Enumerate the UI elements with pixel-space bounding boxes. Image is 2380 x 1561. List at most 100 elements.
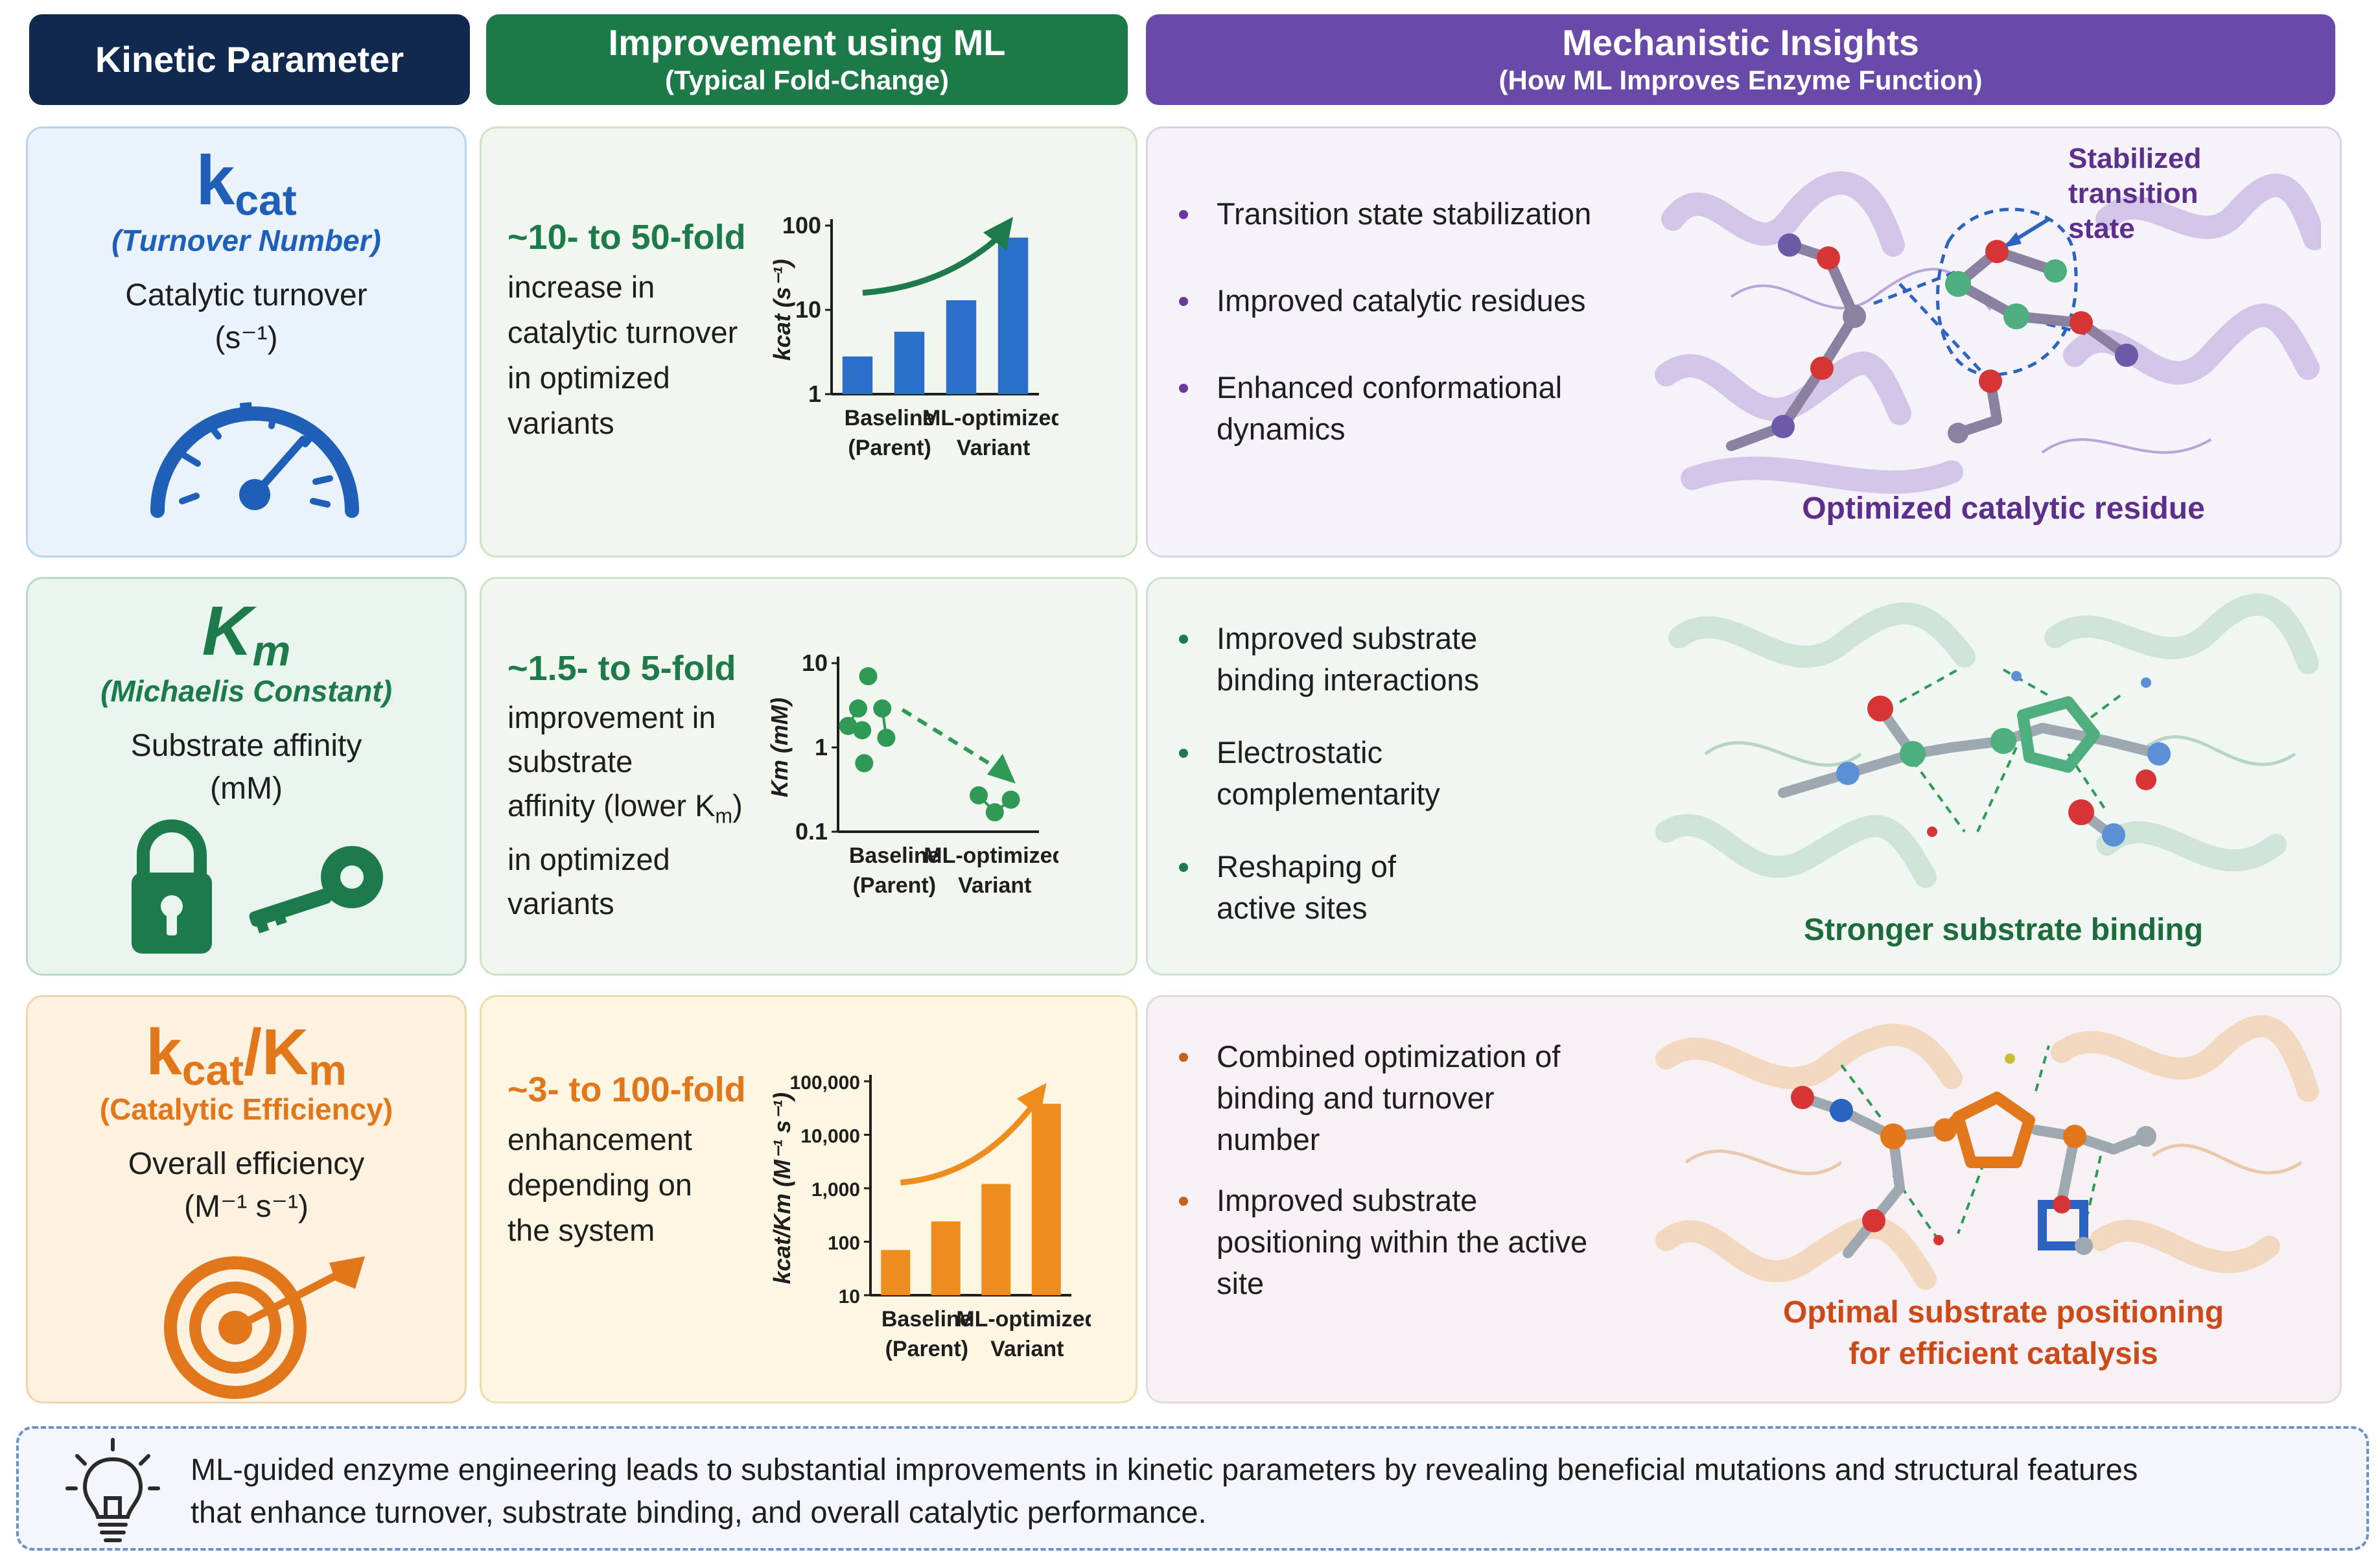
km-mechanism-panel: Improved substrate binding interactions … [1146,577,2342,976]
efficiency-param-panel: kcat/Km (Catalytic Efficiency) Overall e… [26,995,467,1403]
kcat-name: (Turnover Number) [111,224,381,257]
trend-arrow [901,708,1000,771]
bar [931,1221,961,1295]
kcat-param-panel: kcat (Turnover Number) Catalytic turnove… [26,126,467,558]
y-axis-label: kcat/Km (M⁻¹ s⁻¹) [769,1092,795,1284]
km-fold-change: ~1.5- to 5-fold [508,649,736,688]
point [849,699,867,718]
efficiency-name: (Catalytic Efficiency) [99,1092,393,1126]
point [873,699,892,718]
y-tick-label: 100,000 [790,1072,860,1094]
header-kinetic-parameter-label: Kinetic Parameter [95,39,404,80]
header-mechanistic: Mechanistic Insights (How ML Improves En… [1146,14,2335,105]
y-tick-label: 1 [815,734,828,760]
x-tick-label: ML-optimized [956,1307,1091,1332]
km-improvement-panel: ~1.5- to 5-fold improvement in substrate… [480,577,1138,976]
y-tick-label: 10 [802,650,828,676]
efficiency-fold-change: ~3- to 100-fold [508,1070,746,1109]
speedometer-icon [150,402,359,518]
y-tick-label: 100 [782,212,821,239]
point [855,754,874,773]
bar [894,331,925,394]
y-axis-label: kcat (s⁻¹) [769,259,795,360]
x-tick-label: (Parent) [853,873,936,898]
enzyme-structure-2 [1655,593,2319,888]
header-improvement: Improvement using ML (Typical Fold-Chang… [486,14,1128,105]
efficiency-mechanism-panel: Combined optimization of binding and tur… [1146,995,2342,1403]
kcat-structure-caption: Optimized catalytic residue [1802,491,2205,526]
header-improvement-subtitle: (Typical Fold-Change) [665,65,949,95]
enzyme-structure-1 [1655,171,2321,494]
efficiency-fold-text: enhancement depending on the system [508,1122,692,1247]
efficiency-insights-list: Combined optimization of binding and tur… [1174,1036,1602,1350]
bar [881,1250,911,1295]
x-tick-label: (Parent) [848,436,931,460]
trend-arrow-head [983,217,1013,251]
efficiency-desc: Overall efficiency(M⁻¹ s⁻¹) [128,1147,365,1224]
enzyme-structure-3 [1655,1015,2319,1290]
x-tick-label: Variant [958,873,1031,898]
lightbulb-icon [65,1438,160,1542]
kcat-desc: Catalytic turnover(s⁻¹) [125,278,368,355]
bar [998,237,1029,394]
bar [842,356,873,394]
kcat-insights-list: Transition state stabilization Improved … [1174,193,1628,495]
x-tick-label: Variant [990,1337,1064,1361]
list-item: Improved catalytic residues [1174,280,1628,322]
km-insights-list: Improved substrate binding interactions … [1174,618,1537,974]
footer-text: ML-guided enzyme engineering leads to su… [191,1452,2138,1529]
lock-and-key-icon [132,819,383,954]
y-tick-label: 10 [795,296,821,323]
point [853,721,872,740]
trend-arrow [900,1096,1042,1186]
trend-arrow-head [987,753,1016,784]
trend-arrow [862,229,1008,296]
list-item: Electrostatic complementarity [1174,732,1537,815]
list-item: Improved substrate binding interactions [1174,618,1537,701]
point [1001,790,1020,809]
bar [946,300,977,394]
list-item: Reshaping of active sites [1174,846,1476,929]
bar [981,1184,1011,1295]
km-param-panel: Km (Michaelis Constant) Substrate affini… [26,577,467,976]
point [859,667,878,686]
kcat-improvement-panel: ~10- to 50-fold increase in catalytic tu… [480,126,1138,558]
trend-arrow-head [1016,1083,1047,1117]
x-tick-label: Baseline [881,1307,972,1332]
km-name: (Michaelis Constant) [100,674,392,708]
y-tick-label: 1,000 [811,1179,860,1201]
km-symbol: Km [202,591,291,675]
header-kinetic-parameter: Kinetic Parameter [29,14,470,105]
efficiency-improvement-panel: ~3- to 100-fold enhancement depending on… [480,995,1138,1403]
y-axis-label: Km (mM) [767,698,793,797]
kcat-symbol: kcat [196,141,297,224]
km-chart: 0.1 1 10 Km (mM) Baseline (Parent) ML-optimize… [767,650,1058,898]
list-item: Enhanced conformational dynamics [1174,367,1631,450]
point [970,786,988,804]
y-tick-label: 100 [828,1233,860,1254]
y-tick-label: 0.1 [795,818,828,845]
summary-footer: ML-guided enzyme engineering leads to su… [16,1426,2369,1551]
header-mechanistic-subtitle: (How ML Improves Enzyme Function) [1499,65,1983,95]
kcat-structure-annotation: Stabilized transition state [2068,143,2202,244]
list-item: Improved substrate positioning within th… [1174,1180,1602,1304]
kcat-mechanism-panel: Transition state stabilization Improved … [1146,126,2342,558]
target-arrow-icon [164,1256,365,1399]
x-tick-label: ML-optimized [922,406,1058,430]
x-tick-label: Variant [957,436,1030,460]
efficiency-structure-caption: Optimal substrate positioning for effici… [1782,1295,2224,1371]
km-fold-text: improvement in substrate affinity (lower… [508,700,743,921]
km-structure-caption: Stronger substrate binding [1803,913,2204,947]
x-tick-label: Baseline [849,843,940,868]
list-item: Transition state stabilization [1174,193,1628,235]
y-tick-label: 10 [839,1286,860,1308]
point [839,716,858,735]
x-tick-label: ML-optimized [924,843,1058,868]
x-tick-label: (Parent) [885,1337,968,1361]
kcat-fold-change: ~10- to 50-fold [508,218,746,257]
header-improvement-title: Improvement using ML [608,22,1006,63]
list-item: Combined optimization of binding and tur… [1174,1036,1602,1160]
x-tick-label: Baseline [845,406,935,430]
efficiency-symbol: kcat/Km [146,1016,347,1094]
